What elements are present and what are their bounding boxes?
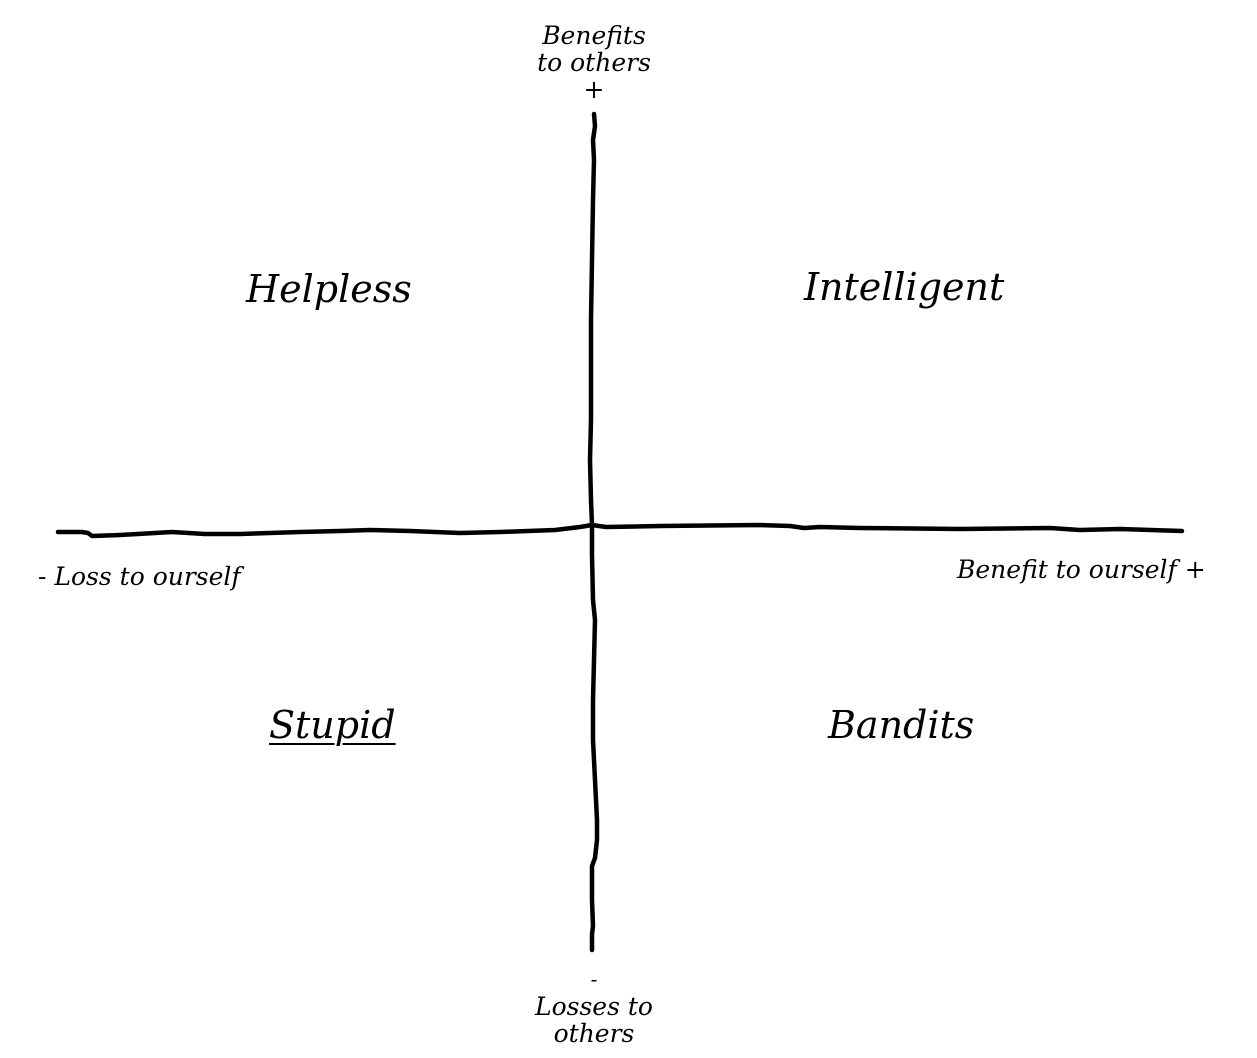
negative-x-axis-label: - Loss to ourself <box>38 562 241 591</box>
quadrant-label-stupid: Stupid <box>269 703 396 747</box>
positive-y-axis-label-line1: Benefits <box>542 21 646 50</box>
vertical-axis-line <box>587 111 600 953</box>
positive-x-axis-label: Benefit to ourself + <box>957 555 1206 584</box>
negative-y-axis-label-line1: - <box>590 967 598 991</box>
negative-y-axis-label-line2: Losses to <box>535 992 653 1021</box>
positive-y-axis-label-line2: to others <box>537 48 651 77</box>
positive-y-axis-label-line3: + <box>583 75 605 104</box>
quadrant-label-bandits: Bandits <box>828 703 975 747</box>
horizontal-axis-line <box>55 522 1185 539</box>
quadrant-label-intelligent: Intelligent <box>804 265 1005 309</box>
positive-y-axis-label: Benefits to others + <box>494 22 694 103</box>
negative-y-axis-label: - Losses to others <box>494 966 694 1047</box>
quadrant-label-helpless: Helpless <box>246 267 412 311</box>
negative-y-axis-label-line3: others <box>553 1019 635 1048</box>
